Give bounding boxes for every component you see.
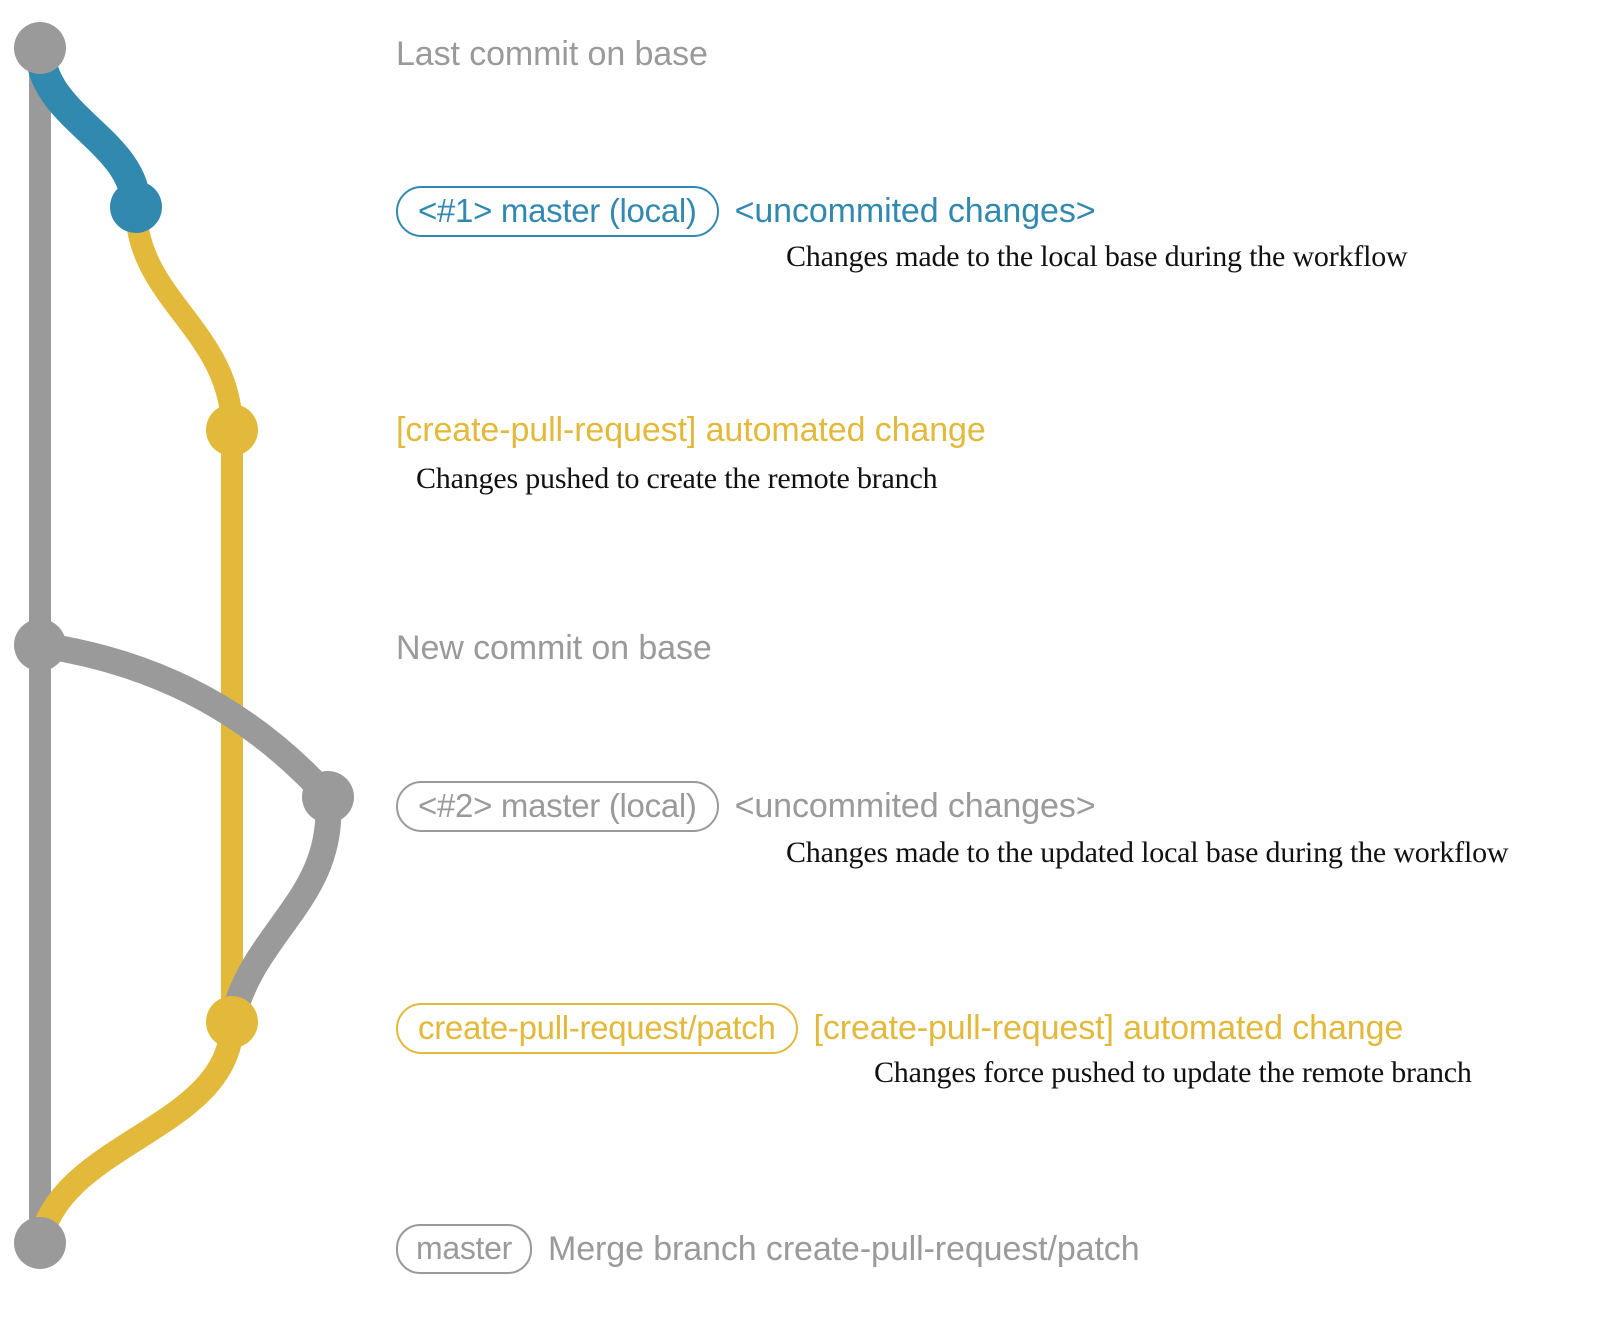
commit-message-automated-change-2: [create-pull-request] automated change xyxy=(813,1009,1404,1047)
annotation-row-commit-5-merge: master Merge branch create-pull-request/… xyxy=(396,1224,1140,1274)
commit-message-uncommited-changes-1: <uncommited changes> xyxy=(734,192,1096,230)
annotation-row-commit-2-patch-create: [create-pull-request] automated change xyxy=(396,411,986,450)
commit-node-local-1[interactable] xyxy=(110,181,162,233)
edge-local2-to-patch-force xyxy=(219,784,342,1035)
commit-node-base-new[interactable] xyxy=(14,619,66,671)
annotation-row-commit-4-patch-force: create-pull-request/patch [create-pull-r… xyxy=(396,1003,1403,1054)
annotation-row-commit-3-local: <#2> master (local) <uncommited changes> xyxy=(396,781,1096,832)
branch-pill-master-local-1[interactable]: <#1> master (local) xyxy=(396,186,719,237)
commit-node-patch-force[interactable] xyxy=(206,996,258,1048)
edge-patch-force-to-merge xyxy=(28,1010,244,1255)
commit-subtitle-4: Changes force pushed to update the remot… xyxy=(874,1056,1472,1089)
commit-subtitle-2: Changes pushed to create the remote bran… xyxy=(416,462,938,495)
commit-node-patch-create[interactable] xyxy=(206,404,258,456)
commit-node-merge[interactable] xyxy=(14,1217,66,1269)
commit-message-automated-change-1: [create-pull-request] automated change xyxy=(396,411,986,449)
commit-node-base-last[interactable] xyxy=(14,22,66,74)
commit-node-local-2[interactable] xyxy=(302,771,354,823)
commit-message-new-commit-on-base: New commit on base xyxy=(396,629,712,667)
branch-pill-create-pull-request-patch[interactable]: create-pull-request/patch xyxy=(396,1003,798,1054)
edge-local1-to-patch-create xyxy=(125,196,243,441)
annotation-row-new-commit-on-base: New commit on base xyxy=(396,629,712,668)
commit-subtitle-1: Changes made to the local base during th… xyxy=(786,240,1408,273)
edge-basenew-to-local2 xyxy=(27,632,341,810)
commit-message-uncommited-changes-2: <uncommited changes> xyxy=(734,787,1096,825)
annotation-row-commit-1-local: <#1> master (local) <uncommited changes> xyxy=(396,186,1096,237)
commit-message-merge-branch: Merge branch create-pull-request/patch xyxy=(548,1229,1140,1268)
branch-pill-master[interactable]: master xyxy=(396,1224,532,1274)
branch-pill-master-local-2[interactable]: <#2> master (local) xyxy=(396,781,719,832)
commit-message-last-commit-on-base: Last commit on base xyxy=(396,35,708,73)
commit-subtitle-3: Changes made to the updated local base d… xyxy=(786,836,1509,869)
annotation-row-last-commit-on-base: Last commit on base xyxy=(396,35,708,74)
